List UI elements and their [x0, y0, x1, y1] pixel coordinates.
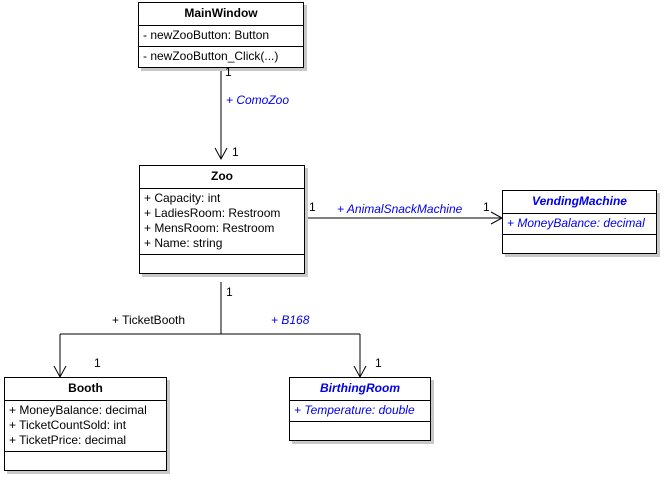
- multiplicity-mainwindow-zoo-source: 1: [225, 65, 232, 79]
- multiplicity-zoo-vendingmachine-source: 1: [309, 200, 316, 214]
- class-member: + Name: string: [144, 236, 223, 250]
- multiplicity-zoo-birthingroom-target: 1: [375, 356, 382, 370]
- class-title-vendingmachine: VendingMachine: [503, 191, 656, 214]
- class-member: + Temperature: double: [294, 403, 415, 417]
- class-member: + LadiesRoom: Restroom: [144, 206, 281, 220]
- class-attributes-zoo: + Capacity: int + LadiesRoom: Restroom +…: [140, 189, 304, 255]
- class-operations-birthingroom: [290, 422, 430, 440]
- class-attributes-birthingroom: + Temperature: double: [290, 401, 430, 422]
- class-member: + TicketPrice: decimal: [9, 433, 127, 447]
- class-box-birthingroom[interactable]: BirthingRoom + Temperature: double: [289, 377, 431, 441]
- class-box-booth[interactable]: Booth + MoneyBalance: decimal + TicketCo…: [4, 377, 167, 471]
- class-member: + Capacity: int: [144, 191, 221, 205]
- class-attributes-booth: + MoneyBalance: decimal + TicketCountSol…: [5, 401, 166, 452]
- class-operations-booth: [5, 452, 166, 470]
- class-title-booth: Booth: [5, 378, 166, 401]
- class-title-zoo: Zoo: [140, 166, 304, 189]
- class-box-zoo[interactable]: Zoo + Capacity: int + LadiesRoom: Restro…: [139, 165, 305, 274]
- class-attributes-mainwindow: - newZooButton: Button: [139, 26, 303, 47]
- association-zoo-birthingroom: [221, 333, 367, 379]
- multiplicity-zoo-vendingmachine-target: 1: [483, 200, 490, 214]
- role-label-ticketbooth: + TicketBooth: [112, 313, 186, 327]
- class-member: + TicketCountSold: int: [9, 418, 127, 432]
- class-member: - newZooButton_Click(...): [143, 49, 279, 63]
- class-box-vendingmachine[interactable]: VendingMachine + MoneyBalance: decimal: [502, 190, 657, 254]
- class-title-mainwindow: MainWindow: [139, 3, 303, 26]
- multiplicity-zoo-children-source: 1: [226, 285, 233, 299]
- class-box-mainwindow[interactable]: MainWindow - newZooButton: Button - newZ…: [138, 2, 304, 68]
- role-label-animalsnackmachine: + AnimalSnackMachine: [337, 202, 463, 216]
- multiplicity-mainwindow-zoo-target: 1: [232, 145, 239, 159]
- role-label-comozoo: + ComoZoo: [226, 93, 290, 107]
- multiplicity-zoo-booth-target: 1: [94, 356, 101, 370]
- class-operations-vendingmachine: [503, 235, 656, 253]
- class-operations-mainwindow: - newZooButton_Click(...): [139, 47, 303, 67]
- class-member: + MensRoom: Restroom: [144, 221, 275, 235]
- class-member: - newZooButton: Button: [143, 28, 270, 42]
- class-member: + MoneyBalance: decimal: [507, 216, 645, 230]
- association-zoo-booth: [53, 282, 222, 379]
- class-attributes-vendingmachine: + MoneyBalance: decimal: [503, 214, 656, 235]
- role-label-b168: + B168: [271, 313, 310, 327]
- class-title-birthingroom: BirthingRoom: [290, 378, 430, 401]
- class-member: + MoneyBalance: decimal: [9, 403, 147, 417]
- class-operations-zoo: [140, 255, 304, 273]
